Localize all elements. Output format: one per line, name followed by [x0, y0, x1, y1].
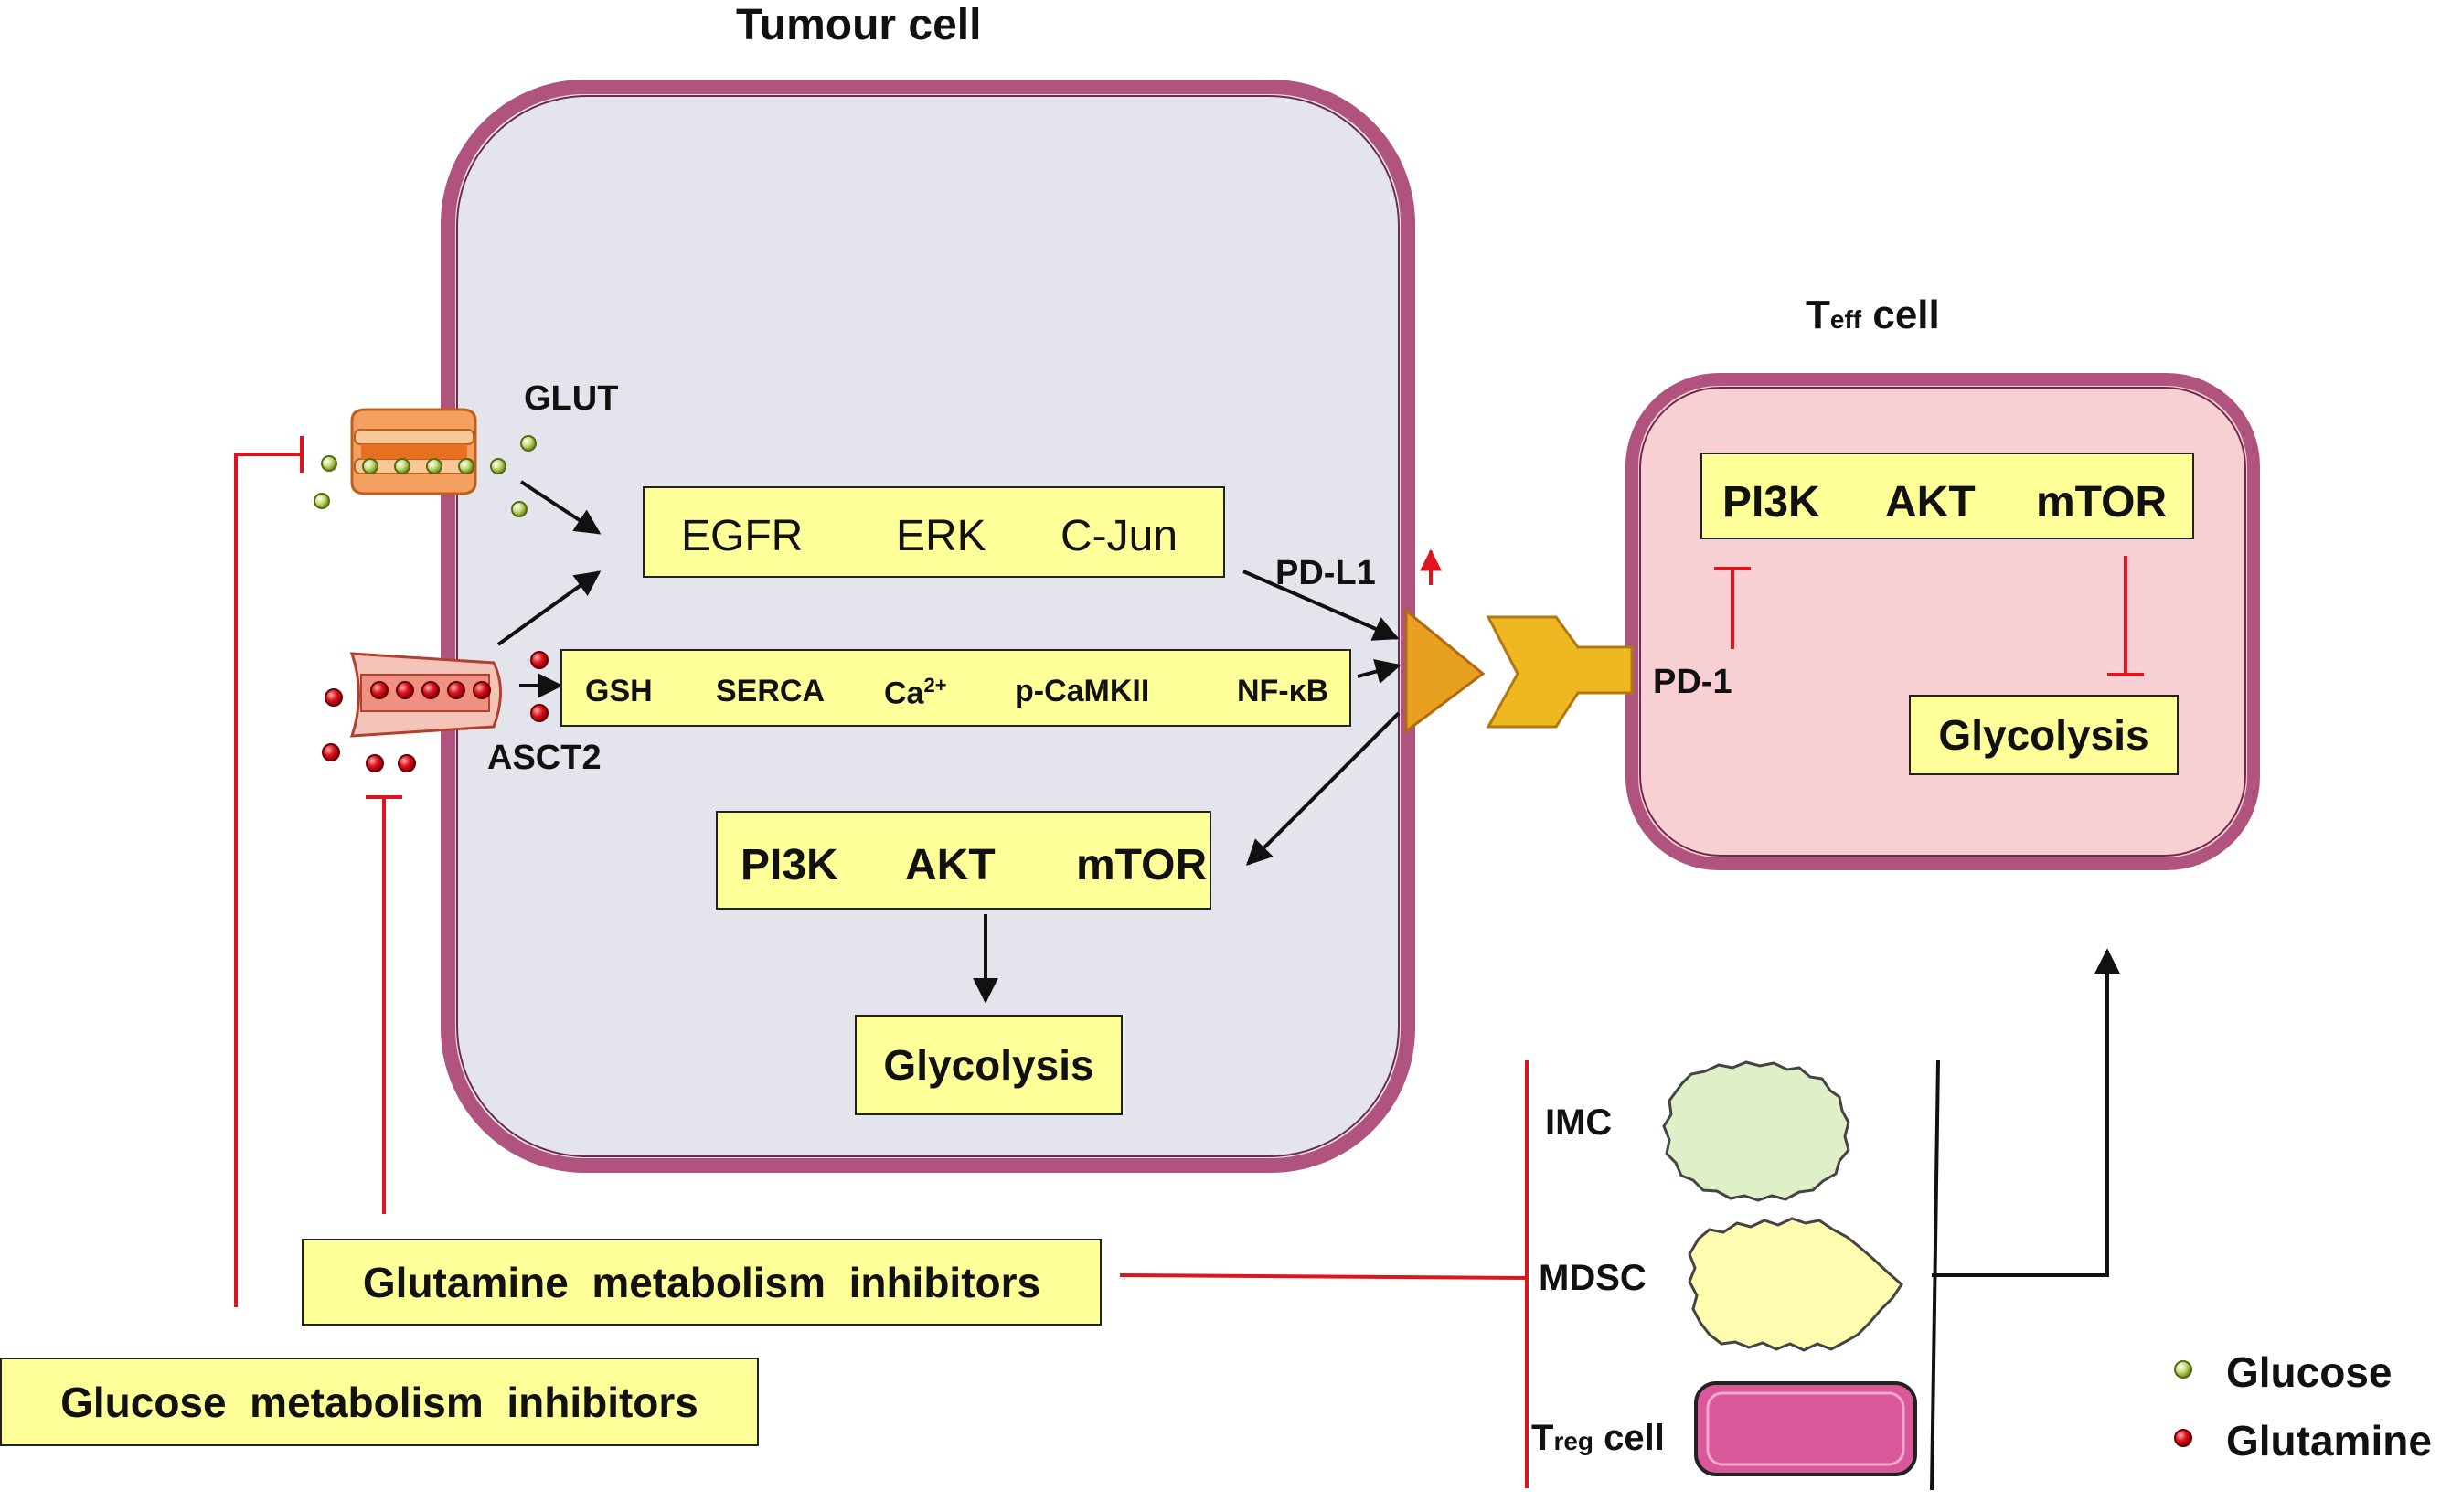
nf-kb-node: NF-κB: [1237, 674, 1329, 708]
tumour-pi3k-node: PI3K: [741, 841, 838, 889]
teff-main: T: [1806, 293, 1830, 337]
mdsc-label: MDSC: [1539, 1258, 1647, 1298]
tumour-cell-membrane: [441, 80, 1415, 1173]
c-jun-node: C-Jun: [1060, 512, 1178, 560]
treg-cell-inner: [1706, 1391, 1905, 1466]
egfr-pathway-box: EGFR ERK C-Jun: [643, 486, 1225, 578]
glut-transporter-icon: [350, 408, 477, 495]
arrow-pdl1-to-pi3k: [1246, 711, 1401, 866]
arrow-asct2-to-egfr: [496, 570, 602, 646]
teff-glycolysis-label: Glycolysis: [1938, 711, 2149, 759]
legend-glucose-marker: [2174, 1360, 2192, 1379]
pd-1-label: PD-1: [1653, 663, 1732, 701]
treg-label: Treg cell: [1531, 1420, 1665, 1456]
gsh-node: GSH: [585, 674, 653, 708]
treg-main: T: [1531, 1418, 1554, 1458]
arrow-gsh-to-pdl1: [1357, 658, 1402, 685]
glutamine-inhibitors-box: Glutamine metabolism inhibitors: [302, 1239, 1102, 1326]
legend-glutamine-marker: [2174, 1429, 2192, 1447]
glutamine-inhibitors-label: Glutamine metabolism inhibitors: [362, 1258, 1041, 1306]
legend-glutamine-label: Glutamine: [2226, 1417, 2432, 1464]
pd-1-receptor-icon: [1486, 615, 1634, 729]
imc-label: IMC: [1545, 1102, 1613, 1143]
ca-node: Ca2+: [884, 674, 947, 711]
teff-rest: cell: [1861, 293, 1940, 337]
tumour-glycolysis-label: Glycolysis: [883, 1041, 1094, 1089]
legend-glucose-label: Glucose: [2226, 1348, 2393, 1396]
treg-rest: cell: [1593, 1418, 1665, 1458]
tumour-mtor-node: mTOR: [1076, 841, 1208, 889]
p-camkii-node: p-CaMKII: [1015, 674, 1150, 708]
glucose-inhibitors-box: Glucose metabolism inhibitors: [0, 1358, 759, 1446]
teff-pi3k-node: PI3K: [1722, 478, 1820, 527]
tumour-cell-title: Tumour cell: [736, 1, 982, 49]
glucose-inhibitors-label: Glucose metabolism inhibitors: [60, 1378, 698, 1426]
treg-sub: reg: [1553, 1427, 1594, 1455]
teff-pi3k-pathway-box: PI3K AKT mTOR: [1700, 453, 2194, 539]
teff-glycolysis-box: Glycolysis: [1909, 695, 2179, 775]
teff-cell-inner-edge: [1639, 387, 2246, 857]
imc-cell-shape: [1662, 1060, 1850, 1202]
egfr-node: EGFR: [681, 512, 804, 560]
ca-text: Ca: [884, 676, 924, 711]
teff-cell-title: Teff cell: [1806, 295, 1940, 335]
pd-l1-label: PD-L1: [1275, 554, 1376, 592]
mdsc-cell-shape: [1688, 1217, 1903, 1352]
gsh-pathway-box: GSH SERCA Ca2+ p-CaMKII NF-κB: [560, 649, 1351, 727]
asct2-label: ASCT2: [487, 739, 602, 777]
arrow-egfr-to-pdl1: [1242, 570, 1400, 641]
teff-sub: eff: [1829, 305, 1862, 334]
glucose-dots: [314, 435, 537, 517]
teff-mtor-node: mTOR: [2036, 478, 2168, 527]
treg-cell-shape: [1694, 1381, 1917, 1476]
ca-superscript: 2+: [923, 674, 947, 697]
erk-node: ERK: [896, 512, 986, 560]
tumour-akt-node: AKT: [905, 841, 996, 889]
serca-node: SERCA: [716, 674, 826, 708]
teff-akt-node: AKT: [1885, 478, 1976, 527]
inhibition-lines: [234, 436, 2144, 1488]
arrow-glut-to-egfr: [519, 480, 602, 535]
tumour-pi3k-pathway-box: PI3K AKT mTOR: [716, 811, 1211, 910]
glutamine-dots: [322, 651, 549, 772]
glut-label: GLUT: [524, 379, 619, 418]
pd-l1-ligand-icon: [1404, 607, 1486, 734]
tumour-glycolysis-box: Glycolysis: [855, 1015, 1123, 1115]
arrow-suppressors-to-teff: [1932, 948, 2120, 1277]
